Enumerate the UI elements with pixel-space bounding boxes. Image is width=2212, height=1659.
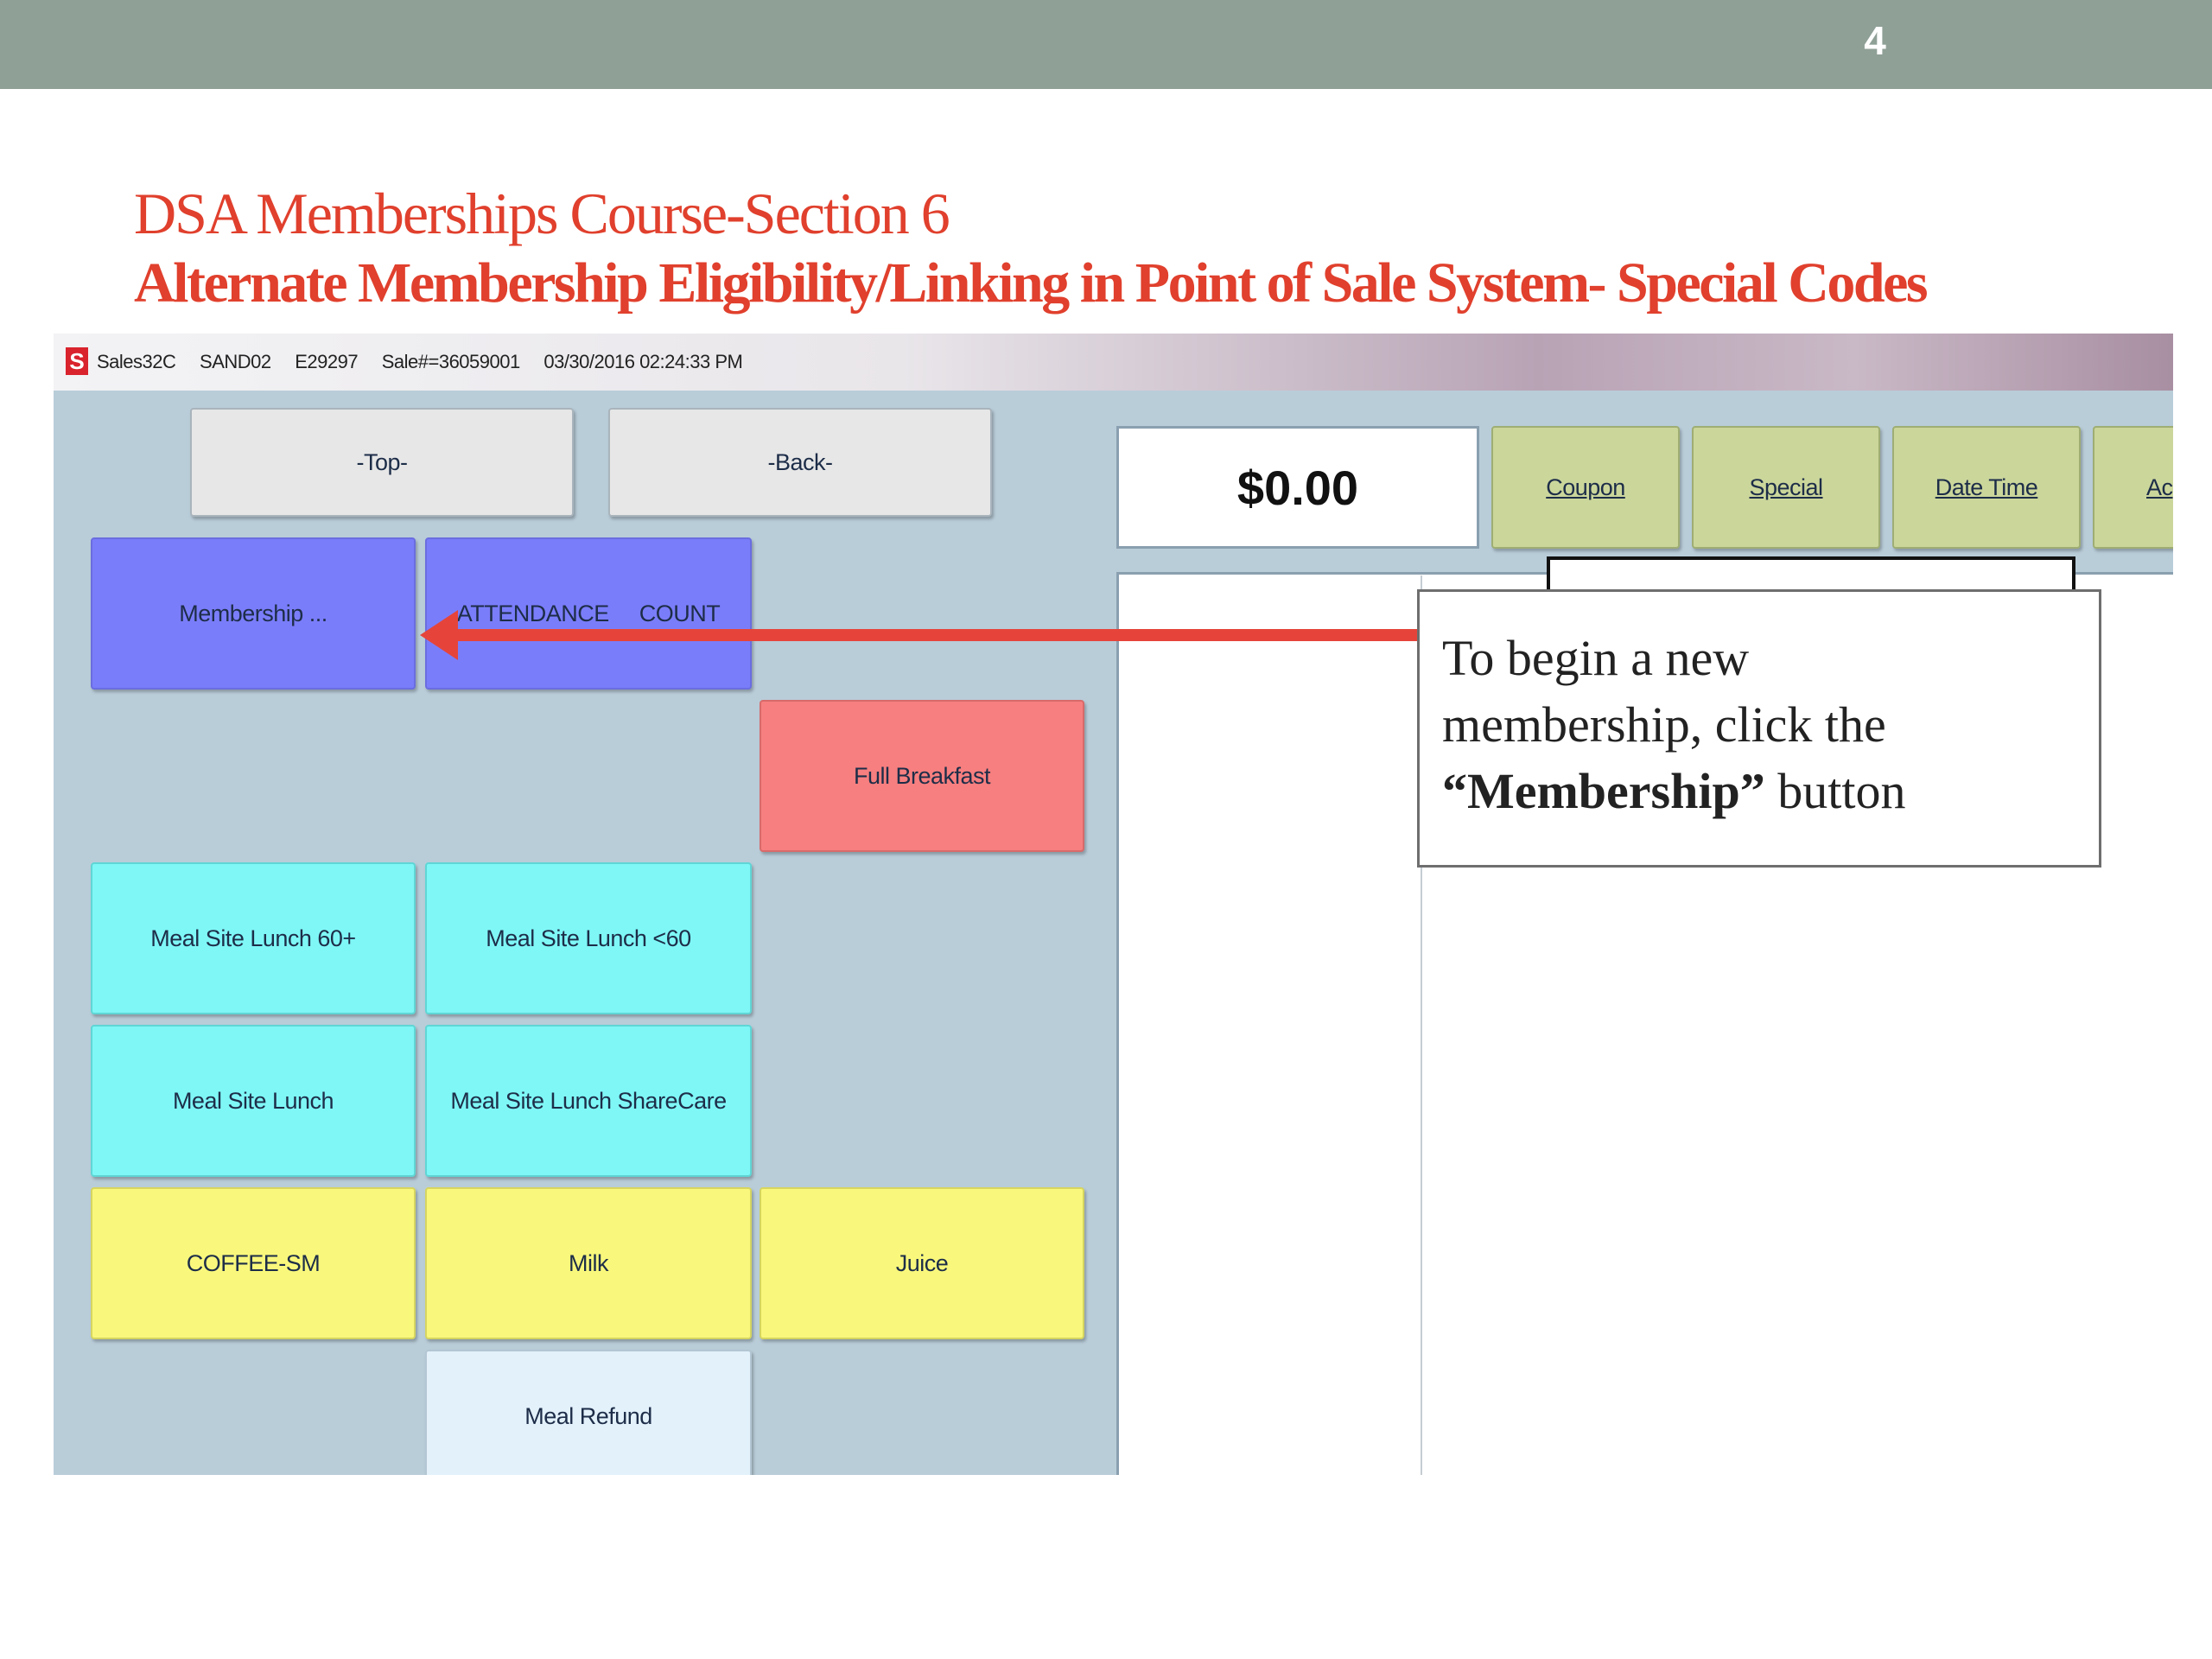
meal-refund-button[interactable]: Meal Refund [425,1350,752,1475]
coupon-button[interactable]: Coupon [1491,426,1680,549]
pos-app-window: S Sales32C SAND02 E29297 Sale#=36059001 … [54,334,2173,1475]
back-button[interactable]: -Back- [608,408,992,517]
meal-site-lunch-button[interactable]: Meal Site Lunch [91,1025,416,1177]
attendance-count-button[interactable]: ATTENDANCE COUNT [425,537,752,690]
callout-tail-text: button [1764,763,1906,819]
slide-header-bar: 4 [0,0,2212,89]
callout-arrow-head-icon [420,610,458,660]
meal-site-lunch-60plus-button[interactable]: Meal Site Lunch 60+ [91,862,416,1014]
receipt-divider [1421,575,1422,1475]
sale-total-display: $0.00 [1116,426,1479,549]
app-logo-icon: S [66,347,88,375]
receipt-tab [1547,556,2075,591]
special-button[interactable]: Special [1692,426,1880,549]
callout-line-2: membership, click the [1442,696,1886,753]
coffee-sm-button[interactable]: COFFEE-SM [91,1187,416,1339]
app-session-info: Sales32C SAND02 E29297 Sale#=36059001 03… [97,351,761,373]
juice-button[interactable]: Juice [760,1187,1084,1339]
sale-datetime: 03/30/2016 02:24:33 PM [543,351,743,372]
full-breakfast-button[interactable]: Full Breakfast [760,700,1084,852]
ac-button[interactable]: Ac [2093,426,2173,549]
slide-title: DSA Memberships Course-Section 6 [134,181,950,246]
top-button[interactable]: -Top- [190,408,574,517]
program-name: Sales32C [97,351,176,372]
callout-line-1: To begin a new [1442,630,1750,686]
meal-site-lunch-sharecare-button[interactable]: Meal Site Lunch ShareCare [425,1025,752,1177]
membership-button[interactable]: Membership ... [91,537,416,690]
instruction-callout: To begin a new membership, click the “Me… [1417,589,2101,868]
sale-number: Sale#=36059001 [381,351,521,372]
date-time-button[interactable]: Date Time [1892,426,2081,549]
slide-subtitle: Alternate Membership Eligibility/Linking… [134,251,1929,315]
site-code: SAND02 [200,351,271,372]
meal-site-lunch-under60-button[interactable]: Meal Site Lunch <60 [425,862,752,1014]
milk-button[interactable]: Milk [425,1187,752,1339]
callout-line-3: “Membership” button [1442,758,2076,824]
callout-bold-text: “Membership” [1442,763,1765,819]
slide-number: 4 [1864,18,1886,63]
callout-arrow-line [449,629,1417,641]
app-title-bar: S Sales32C SAND02 E29297 Sale#=36059001 … [54,334,2173,391]
employee-id: E29297 [295,351,359,372]
